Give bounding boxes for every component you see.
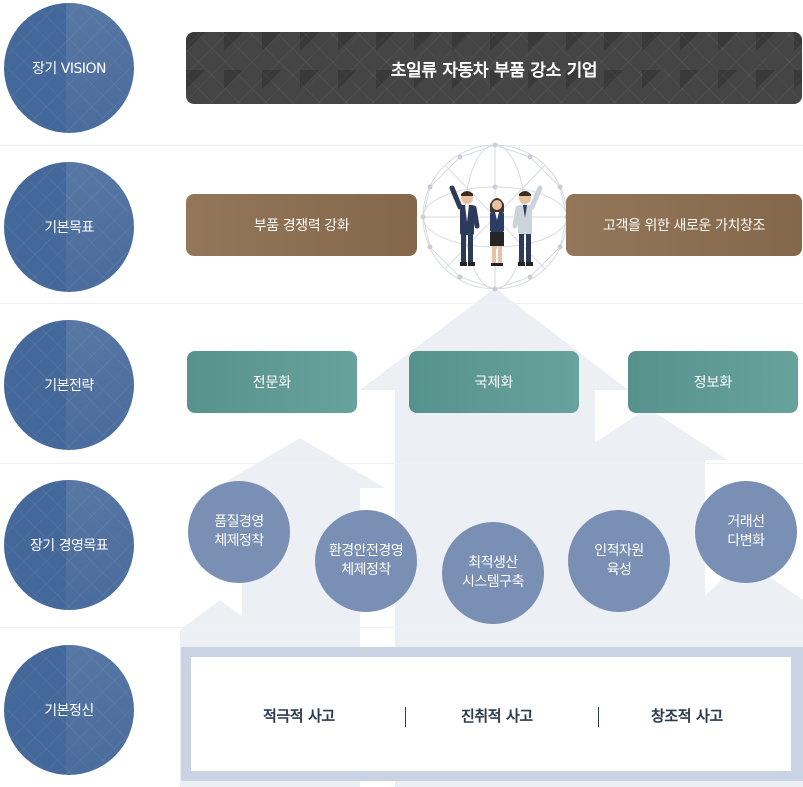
goal-box: 부품 경쟁력 강화: [186, 194, 417, 256]
three-business-people-cheering-icon: [449, 185, 543, 266]
row-label-vision: 장기 VISION: [4, 3, 134, 133]
spirit-item: 진취적 사고: [461, 707, 533, 725]
spirit-item: 창조적 사고: [651, 707, 723, 725]
strategy-box: 전문화: [187, 351, 357, 413]
goal-box: 고객을 위한 새로운 가치창조: [566, 194, 802, 256]
vision-bar: 초일류 자동차 부품 강소 기업: [186, 32, 802, 104]
row-label-strategy: 기본전략: [4, 320, 134, 450]
spirit-divider: [405, 707, 406, 727]
strategy-box: 국제화: [409, 351, 579, 413]
spirit-item: 적극적 사고: [263, 707, 335, 725]
row-divider: [0, 627, 803, 628]
row-label-goal: 기본목표: [4, 162, 134, 292]
row-label-spirit: 기본정신: [4, 645, 134, 775]
spirit-panel: 적극적 사고 진취적 사고 창조적 사고: [191, 657, 791, 771]
spirit-divider: [598, 707, 599, 727]
row-label-management: 장기 경영목표: [4, 480, 134, 610]
row-divider: [0, 303, 803, 304]
row-divider: [0, 145, 803, 146]
spirit-frame: 적극적 사고 진취적 사고 창조적 사고: [181, 647, 803, 781]
row-divider: [0, 463, 803, 464]
strategy-box: 정보화: [628, 351, 798, 413]
